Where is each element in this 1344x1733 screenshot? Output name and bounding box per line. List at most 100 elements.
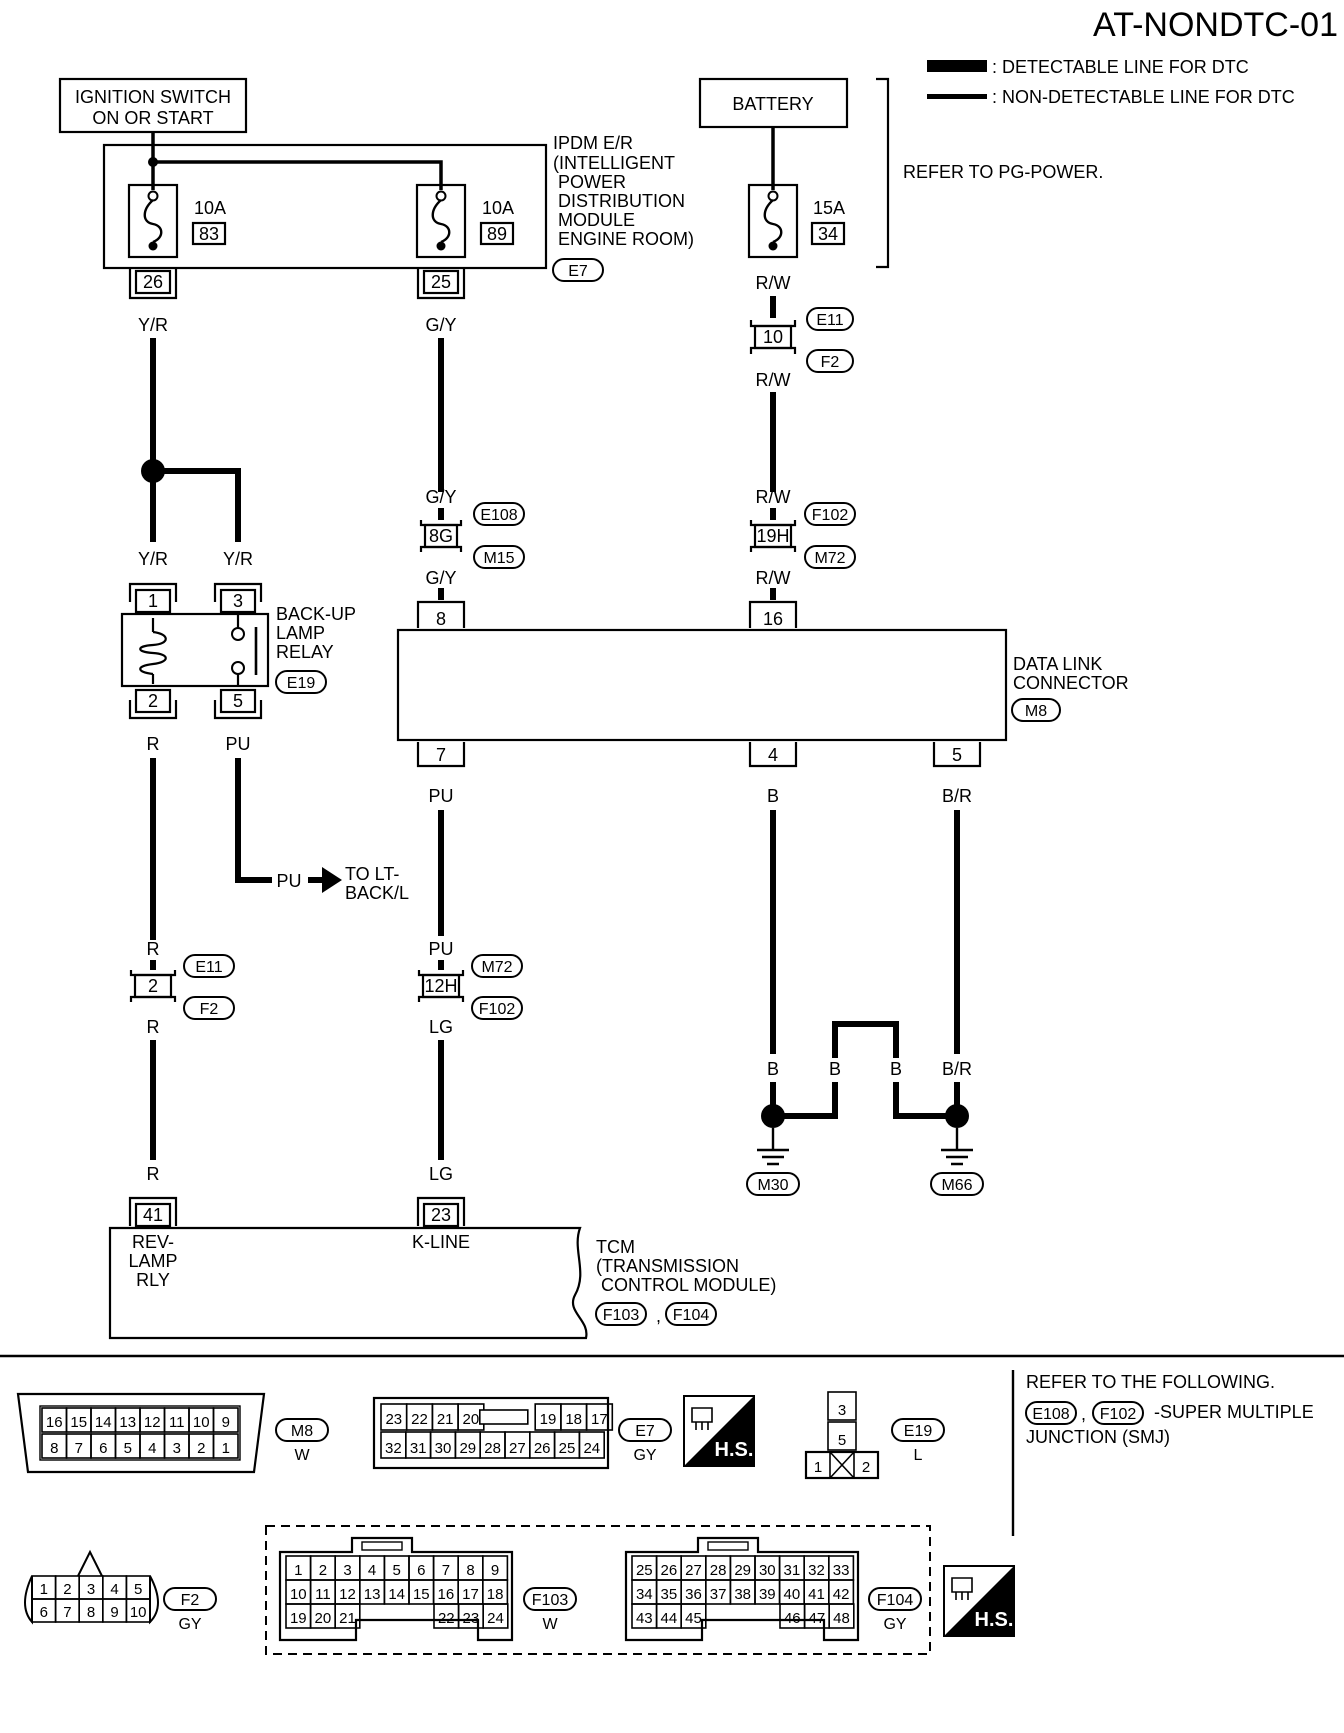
ground-splice-m30 [761,1104,785,1128]
connector-f104-tag [665,1302,717,1326]
view-m8-pin-13: 13 [119,1414,136,1431]
pin-12h-label: 12H [424,976,457,996]
pin-26-box [134,269,172,295]
view-e7-pin-19: 19 [540,1411,557,1428]
relay-label-2: LAMP [276,623,325,643]
view-m8-pin-15: 15 [70,1414,87,1431]
view-f2-key-icon [77,1549,103,1577]
refer-e108-tag [1025,1401,1077,1425]
pin-26-bracket [128,268,178,300]
fuse-89-feed-wire [153,160,443,190]
view-f103-code-label: F103 [532,1592,569,1609]
view-f104-pin-33: 33 [833,1562,850,1579]
refer-smj-label-2: JUNCTION (SMJ) [1026,1427,1170,1447]
connector-e11-label-1: E11 [816,312,843,329]
dlc-pin-16-bracket [748,600,798,628]
dlc-pin-4-bracket [748,742,798,768]
connector-e108-tag [473,502,525,526]
view-f104-pin-31: 31 [784,1562,801,1579]
connector-e19-tag [275,670,327,694]
view-f104-pin-44: 44 [661,1610,678,1627]
wire-pu-to-lt-backl [235,758,272,883]
view-f2-pin-3: 3 [87,1581,95,1598]
data-link-connector-body [396,628,1008,742]
tcm-rev-label-1: REV- [132,1232,174,1252]
relay-pin-5-bracket [213,700,263,720]
view-e7-pin-32: 32 [385,1440,402,1457]
view-f104-hs-triangle [944,1566,1014,1636]
relay-label-1: BACK-UP [276,604,356,624]
view-m8-pin-12: 12 [144,1414,161,1431]
view-f2-left-cap [24,1575,33,1625]
view-m8-outline [16,1392,266,1474]
view-f103-code-tag [523,1587,577,1611]
view-f103-pin-1: 1 [294,1562,302,1579]
view-f103-f104-group [265,1525,931,1655]
view-f104-pin-39: 39 [759,1586,776,1603]
arrow-head-icon [322,867,342,893]
view-e19-pin-2: 2 [862,1459,870,1476]
refer-separator: , [1081,1404,1086,1424]
to-lt-label-1: TO LT- [345,864,399,884]
connector-m66-tag [930,1172,984,1196]
fuse-89-number: 89 [487,224,507,244]
ipdm-label-4: DISTRIBUTION [558,191,685,211]
view-f103-cell-21 [334,1603,361,1629]
view-e19-pin-5: 5 [838,1432,846,1449]
wire-color-rw-4: R/W [756,568,791,588]
view-f104-pin-46: 46 [784,1610,801,1627]
view-f104-pin-32: 32 [808,1562,825,1579]
wire-color-rw-1: R/W [756,273,791,293]
relay-pin-3-box [219,588,257,614]
legend-non-detectable-swatch [927,94,987,99]
tcm-pin-23-bracket [416,1196,466,1226]
tcm-label-1: TCM [596,1237,635,1257]
ipdm-label-2: (INTELLIGENT [553,153,675,173]
pin-2b-bottom-bracket [129,995,177,1002]
view-f2-pin-8: 8 [87,1604,95,1621]
fuse-89-amp: 10A [482,198,514,218]
view-e7-hs-triangle [684,1396,754,1466]
view-f103-pin-22: 22 [438,1610,455,1627]
connector-m72-tag-1 [804,545,856,569]
view-f104-outline [624,1536,860,1642]
wire-color-gy-2: G/Y [425,487,456,507]
view-m8-pin-4: 4 [148,1440,156,1457]
view-m8-pin-7: 7 [75,1440,83,1457]
tcm-body [108,1226,588,1340]
wire-b-ground-crossover [832,1021,899,1058]
view-e7-outline [372,1396,610,1470]
connector-e11-label-2: E11 [195,959,222,976]
wire-color-pu-2: PU [276,871,301,891]
view-e7-pin-26: 26 [534,1440,551,1457]
wire-b-crossover-right [893,1082,957,1119]
view-e7-code-label: E7 [635,1423,655,1440]
view-m8-pin-14: 14 [95,1414,112,1431]
view-f2-cell-10 [125,1598,151,1623]
tcm-pin-41-bracket [128,1196,178,1226]
pin-19h-bottom-bracket [749,545,797,552]
wire-color-r-1: R [147,734,160,754]
tcm-rev-label-2: LAMP [128,1251,177,1271]
connector-m8-label: M8 [1025,703,1047,720]
wire-color-yr-3: Y/R [223,549,253,569]
wire-b-crossover-left [773,1082,838,1119]
view-f104-pin-27: 27 [685,1562,702,1579]
view-f104-pin-41: 41 [808,1586,825,1603]
view-f104-pin-28: 28 [710,1562,727,1579]
wire-color-r-3: R [147,1017,160,1037]
dlc-label-1: DATA LINK [1013,654,1102,674]
view-f104-code-tag [868,1587,922,1611]
view-f104-pin-29: 29 [734,1562,751,1579]
fuse-89-bottom-terminal [436,241,446,251]
connector-m72-label-1: M72 [814,550,845,567]
view-e19-cell-3 [827,1391,857,1421]
view-e19-pin-3: 3 [838,1402,846,1419]
view-e7-pin-20: 20 [463,1411,480,1428]
view-e7-pin-28: 28 [484,1440,501,1457]
view-f104-cell-45 [680,1603,707,1629]
view-m8-cell-1 [212,1433,239,1459]
connector-e108-label: E108 [480,507,517,524]
connector-f103-tag [595,1302,647,1326]
